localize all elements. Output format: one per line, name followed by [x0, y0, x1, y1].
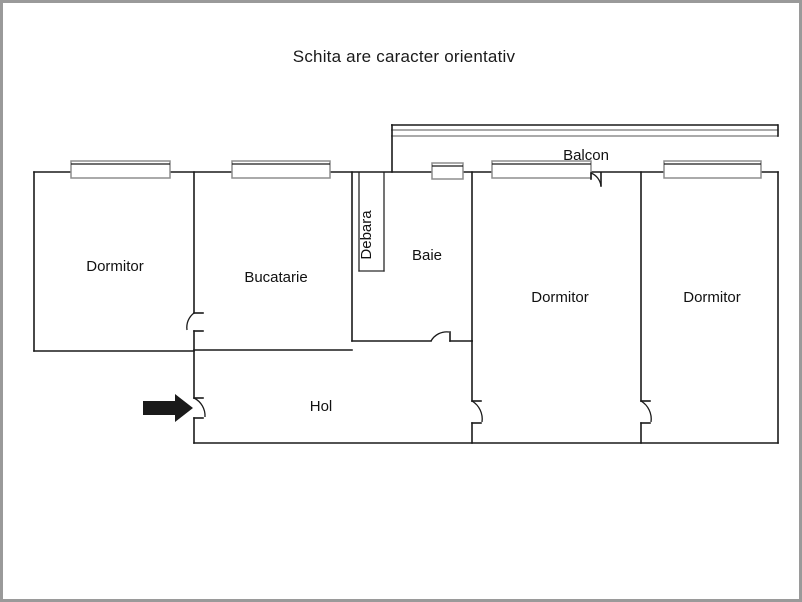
entrance-arrow [143, 394, 193, 422]
window-dormitor-left [70, 160, 171, 179]
room-labels: Dormitor Bucatarie Debara Baie Dormitor … [86, 147, 741, 415]
room-label-dormitor-left: Dormitor [86, 258, 144, 275]
door-dormitor-right [640, 400, 652, 423]
window-dormitor-middle [491, 160, 592, 179]
doors-group [186, 172, 652, 423]
page-title: Schita are caracter orientativ [292, 47, 516, 66]
door-dormitor-middle [471, 400, 483, 423]
room-label-bucatarie: Bucatarie [244, 269, 307, 286]
room-label-debara: Debara [358, 210, 375, 260]
floorplan-drawing: Dormitor Bucatarie Debara Baie Dormitor … [33, 124, 779, 444]
room-label-dormitor-middle: Dormitor [531, 289, 589, 306]
window-bucatarie [231, 160, 331, 179]
room-label-balcon: Balcon [563, 147, 609, 164]
window-dormitor-right [663, 160, 762, 179]
balcony-structure [391, 124, 779, 173]
room-label-hol: Hol [310, 398, 333, 415]
door-baie [430, 331, 450, 342]
interior-walls [193, 171, 651, 444]
windows-group [70, 160, 762, 180]
door-dormitor-left [186, 312, 195, 331]
door-entrance [193, 397, 206, 418]
room-label-dormitor-right: Dormitor [683, 289, 741, 306]
door-balcony [590, 172, 602, 187]
room-label-baie: Baie [412, 247, 442, 264]
window-baie [431, 162, 464, 180]
